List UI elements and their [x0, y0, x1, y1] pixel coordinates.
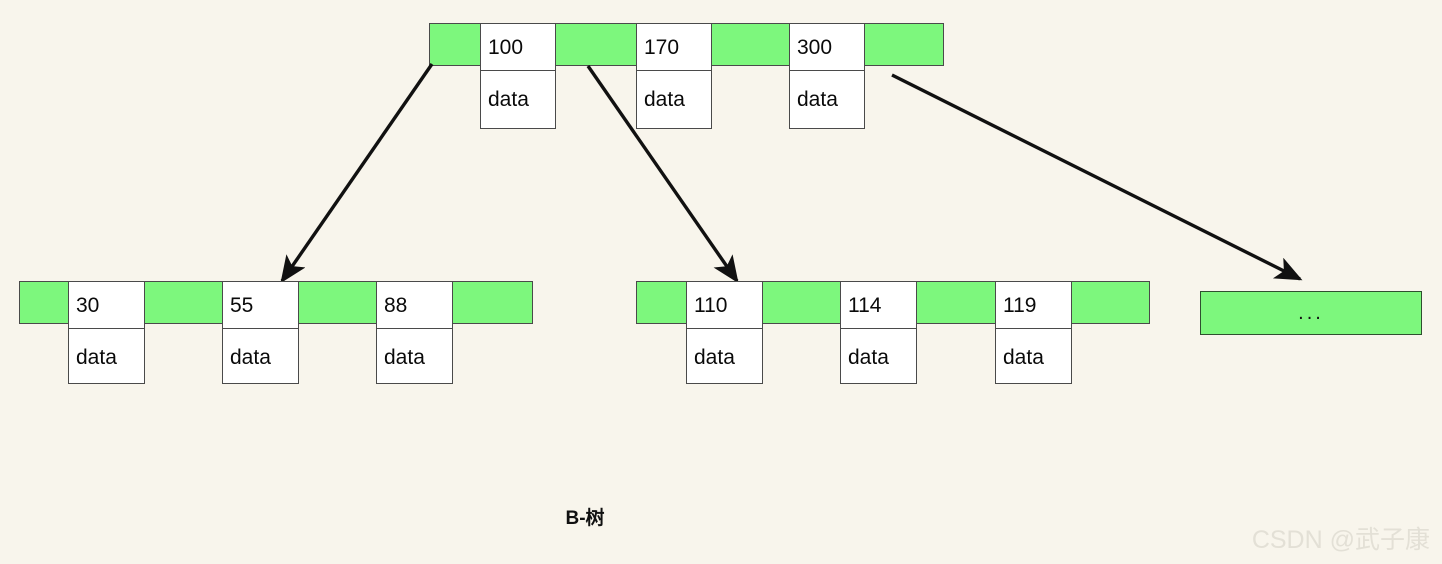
left-child-data-label-0: data — [76, 346, 117, 369]
middle-child-key-cell-1[interactable]: 114 data — [840, 281, 917, 384]
middle-child-pointer-0[interactable] — [636, 281, 687, 324]
root-key-label-0: 100 — [481, 24, 555, 71]
middle-child-key-label-2: 119 — [996, 282, 1071, 329]
root-pointer-2[interactable] — [711, 23, 790, 66]
child-node-right[interactable]: ... — [1200, 291, 1422, 335]
root-data-label-0: data — [488, 88, 529, 111]
root-key-cell-0[interactable]: 100 data — [480, 23, 556, 129]
middle-child-data-label-0: data — [694, 346, 735, 369]
middle-child-pointer-2[interactable] — [916, 281, 996, 324]
root-pointer-3[interactable] — [864, 23, 944, 66]
left-child-pointer-3[interactable] — [451, 281, 533, 324]
arrow-root-to-left — [280, 63, 434, 284]
left-child-key-cell-1[interactable]: 55 data — [222, 281, 299, 384]
middle-child-pointer-1[interactable] — [762, 281, 841, 324]
left-child-pointer-2[interactable] — [298, 281, 377, 324]
diagram-caption: B-树 — [565, 508, 605, 529]
left-child-key-cell-0[interactable]: 30 data — [68, 281, 145, 384]
left-child-pointer-0[interactable] — [19, 281, 69, 324]
middle-child-key-cell-2[interactable]: 119 data — [995, 281, 1072, 384]
root-key-cell-2[interactable]: 300 data — [789, 23, 865, 129]
watermark: CSDN @武子康 — [1251, 526, 1430, 554]
middle-child-data-label-2: data — [1003, 346, 1044, 369]
root-pointer-0[interactable] — [429, 23, 481, 66]
middle-child-data-label-1: data — [848, 346, 889, 369]
left-child-key-cell-2[interactable]: 88 data — [376, 281, 453, 384]
left-child-data-label-2: data — [384, 346, 425, 369]
middle-child-key-label-0: 110 — [687, 282, 762, 329]
left-child-key-label-1: 55 — [223, 282, 298, 329]
left-child-pointer-1[interactable] — [144, 281, 223, 324]
root-data-label-1: data — [644, 88, 685, 111]
left-child-data-label-1: data — [230, 346, 271, 369]
root-data-label-2: data — [797, 88, 838, 111]
left-child-key-label-2: 88 — [377, 282, 452, 329]
root-key-label-1: 170 — [637, 24, 711, 71]
middle-child-key-label-1: 114 — [841, 282, 916, 329]
root-key-cell-1[interactable]: 170 data — [636, 23, 712, 129]
root-pointer-1[interactable] — [555, 23, 637, 66]
root-key-label-2: 300 — [790, 24, 864, 71]
left-child-key-label-0: 30 — [69, 282, 144, 329]
arrow-root-to-right — [891, 73, 1303, 281]
ellipsis-label: ... — [1298, 301, 1324, 324]
middle-child-pointer-3[interactable] — [1069, 281, 1150, 324]
middle-child-key-cell-0[interactable]: 110 data — [686, 281, 763, 384]
